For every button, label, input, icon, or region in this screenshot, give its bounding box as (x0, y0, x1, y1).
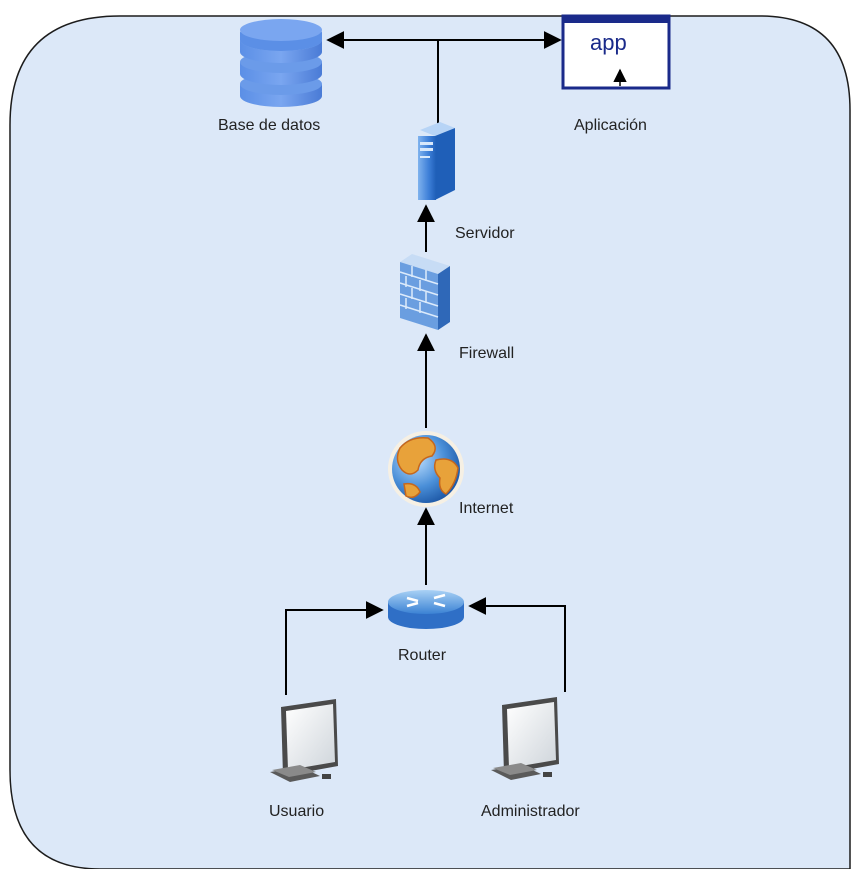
connectors (285, 31, 566, 695)
label-user: Usuario (269, 803, 325, 820)
router-icon (388, 590, 464, 629)
label-application: Aplicación (574, 117, 647, 134)
connector-user-router (285, 601, 384, 695)
database-icon (240, 19, 322, 107)
app-window-icon (561, 14, 671, 90)
server-icon (418, 122, 455, 200)
computer-icon (491, 697, 559, 780)
app-icon-text: app (590, 30, 627, 55)
label-server: Servidor (455, 225, 515, 242)
connector-admin-router (468, 597, 566, 692)
label-internet: Internet (459, 500, 514, 517)
label-firewall: Firewall (459, 345, 515, 362)
label-database: Base de datos (218, 117, 321, 134)
globe-icon (388, 431, 464, 507)
computer-icon (270, 699, 338, 782)
label-router: Router (398, 647, 447, 664)
label-admin: Administrador (481, 803, 580, 820)
firewall-icon (399, 254, 450, 330)
